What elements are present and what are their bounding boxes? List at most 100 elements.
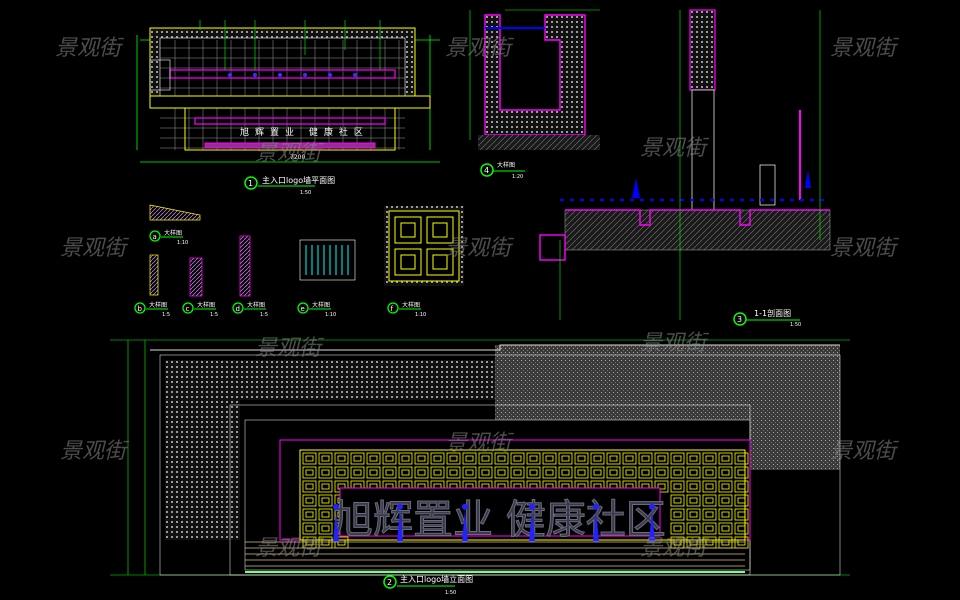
lattice-tile xyxy=(657,455,666,462)
watermarks: 景观街景观街景观街景观街景观街景观街景观街景观街景观街景观街景观街景观街景观街景… xyxy=(55,36,900,561)
detail-scale: 1:10 xyxy=(177,240,188,246)
lattice-tile xyxy=(689,539,698,546)
lattice-tile xyxy=(721,455,730,462)
lattice-tile xyxy=(318,522,333,535)
lattice-tile xyxy=(689,469,698,476)
plan-view: 旭辉置业 健康社区 7200 xyxy=(136,20,440,163)
fret-tile xyxy=(426,248,454,276)
lattice-tile xyxy=(721,511,730,518)
lattice-tile xyxy=(702,480,717,493)
detail-label: 大样图 xyxy=(197,301,215,309)
lattice-tile xyxy=(705,525,714,532)
section-4 xyxy=(469,9,600,150)
detail-number: e xyxy=(301,305,305,313)
fret-tile xyxy=(400,254,416,270)
title-1: 1 主入口logo墙平面图 1:50 xyxy=(244,175,335,196)
dimension-text: 7200 xyxy=(290,154,305,161)
lattice-tile xyxy=(350,466,365,479)
lattice-tile xyxy=(654,452,669,465)
lattice-tile xyxy=(401,455,410,462)
watermark-text: 景观街 xyxy=(55,36,125,61)
detail-number: f xyxy=(391,305,394,313)
watermark-text: 景观街 xyxy=(60,236,130,261)
lattice-tile xyxy=(305,483,314,490)
lattice-tile xyxy=(721,483,730,490)
lattice-tile xyxy=(657,469,666,476)
lattice-tile xyxy=(305,497,314,504)
lattice-tile xyxy=(494,452,509,465)
lattice-tile xyxy=(737,483,746,490)
lattice-tile xyxy=(734,480,749,493)
lattice-tile xyxy=(510,466,525,479)
lattice-tile xyxy=(721,525,730,532)
lattice-tile xyxy=(305,511,314,518)
figure-sculpture xyxy=(332,504,339,542)
title-scale: 1:50 xyxy=(790,322,801,328)
lattice-tile xyxy=(657,483,666,490)
detail-label: 大样图 xyxy=(247,301,265,309)
lattice-tile xyxy=(734,452,749,465)
detail-label: 大样图 xyxy=(312,301,330,309)
watermark-text: 景观街 xyxy=(255,336,325,361)
lattice-tile xyxy=(305,469,314,476)
lattice-tile xyxy=(318,480,333,493)
lattice-tile xyxy=(318,494,333,507)
lattice-tile xyxy=(673,525,682,532)
title-label: 大样图 xyxy=(497,161,515,169)
fret-tile xyxy=(432,254,448,270)
title-2: 2 主入口logo墙立面图 1:50 xyxy=(383,574,473,596)
watermark-text: 景观街 xyxy=(830,236,900,261)
lattice-tile xyxy=(414,452,429,465)
lattice-tile xyxy=(321,497,330,504)
lattice-tile xyxy=(318,452,333,465)
lattice-tile xyxy=(478,466,493,479)
watermark-text: 景观街 xyxy=(255,141,325,166)
lattice-tile xyxy=(462,452,477,465)
lattice-tile xyxy=(433,455,442,462)
lattice-tile xyxy=(385,455,394,462)
lattice-tile xyxy=(513,455,522,462)
lattice-tile xyxy=(321,455,330,462)
lattice-tile xyxy=(673,497,682,504)
lattice-tile xyxy=(718,480,733,493)
lattice-tile xyxy=(430,466,445,479)
lattice-tile xyxy=(321,539,330,546)
lattice-tile xyxy=(305,525,314,532)
lattice-tile xyxy=(702,508,717,521)
title-number: 1 xyxy=(248,179,253,188)
lattice-tile xyxy=(638,452,653,465)
lattice-tile xyxy=(545,455,554,462)
lattice-tile xyxy=(606,466,621,479)
lattice-tile xyxy=(721,497,730,504)
lattice-tile xyxy=(718,508,733,521)
title-number: 3 xyxy=(737,315,742,324)
lattice-tile xyxy=(398,452,413,465)
title-scale: 1:50 xyxy=(445,590,456,596)
detail-scale: 1:5 xyxy=(210,312,218,318)
figure-sculpture xyxy=(462,504,469,542)
lattice-tile xyxy=(481,455,490,462)
lattice-tile xyxy=(625,469,634,476)
lattice-tile xyxy=(622,452,637,465)
detail-scale: 1:5 xyxy=(260,312,268,318)
watermark-text: 景观街 xyxy=(640,136,710,161)
lattice-tile xyxy=(302,494,317,507)
lattice-tile xyxy=(529,455,538,462)
figure-sculpture xyxy=(648,504,656,542)
lattice-tile xyxy=(430,452,445,465)
detail-label: 大样图 xyxy=(149,301,167,309)
lattice-tile xyxy=(737,511,746,518)
detail-label: 大样图 xyxy=(402,301,420,309)
lattice-tile xyxy=(670,466,685,479)
lattice-tile xyxy=(337,539,346,546)
lattice-tile xyxy=(705,539,714,546)
lattice-tile xyxy=(686,452,701,465)
lattice-tile xyxy=(433,469,442,476)
lattice-tile xyxy=(734,508,749,521)
details xyxy=(149,204,464,297)
